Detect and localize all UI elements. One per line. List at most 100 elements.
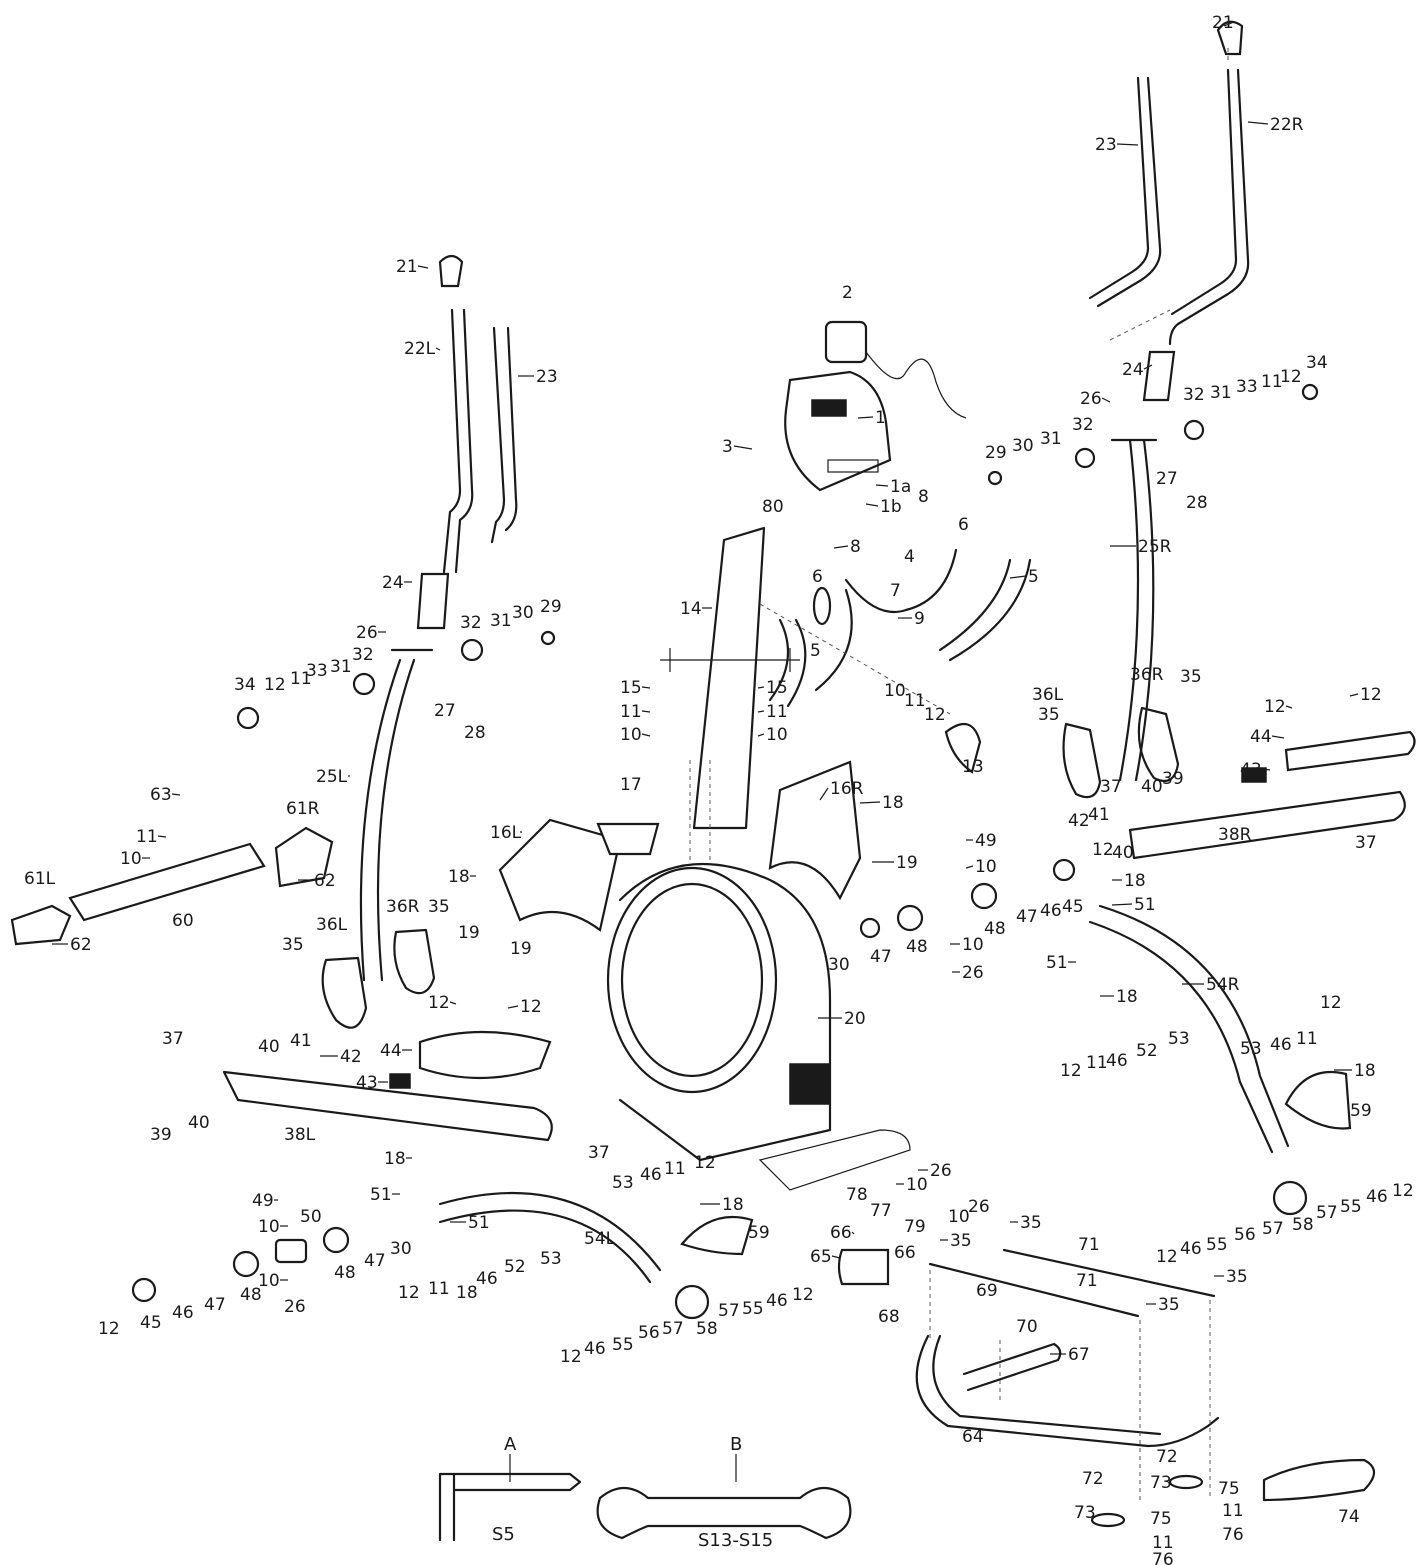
- part-label-11: 11: [1152, 1533, 1174, 1553]
- leader-line-23: [1116, 143, 1139, 146]
- part-label-40: 40: [258, 1037, 280, 1057]
- leader-line-12: [1349, 693, 1359, 697]
- part-label-11: 11: [1086, 1053, 1108, 1073]
- part-label-18: 18: [1354, 1061, 1376, 1081]
- handle-tube-23-right: [1088, 76, 1162, 308]
- part-label-45: 45: [140, 1313, 162, 1333]
- part-label-54L: 54L: [584, 1229, 616, 1249]
- tool-size-A: S5: [492, 1524, 515, 1545]
- part-label-65: 65: [810, 1247, 832, 1267]
- washer-45-right: [1052, 858, 1076, 882]
- part-label-20: 20: [844, 1009, 866, 1029]
- part-label-24: 24: [382, 573, 404, 593]
- wheel-58-right: [1272, 1180, 1308, 1216]
- link-36l-left: [321, 956, 368, 1029]
- part-label-58: 58: [1292, 1215, 1314, 1235]
- part-label-31: 31: [490, 611, 512, 631]
- part-label-26: 26: [962, 963, 984, 983]
- part-label-16L: 16L: [490, 823, 522, 843]
- part-label-26: 26: [930, 1161, 952, 1181]
- part-label-37: 37: [588, 1143, 610, 1163]
- part-label-66: 66: [894, 1243, 916, 1263]
- main-mast-14: [692, 526, 766, 830]
- part-label-43: 43: [356, 1073, 378, 1093]
- part-label-9: 9: [914, 609, 925, 629]
- bearing-48-left: [232, 1250, 260, 1278]
- part-label-31: 31: [330, 657, 352, 677]
- part-label-39: 39: [1162, 769, 1184, 789]
- leader-line-5: [1009, 575, 1027, 579]
- part-label-12: 12: [264, 675, 286, 695]
- part-label-57: 57: [1262, 1219, 1284, 1239]
- part-label-1: 1: [875, 408, 886, 428]
- part-label-21: 21: [396, 257, 418, 277]
- part-label-29: 29: [985, 443, 1007, 463]
- part-label-40: 40: [1112, 843, 1134, 863]
- part-label-12: 12: [792, 1285, 814, 1305]
- part-label-55: 55: [1206, 1235, 1228, 1255]
- wheel-58-left: [674, 1284, 710, 1320]
- crank-arm-54r: [1088, 904, 1290, 1154]
- leader-line-1a: [875, 484, 889, 487]
- part-label-12: 12: [1264, 697, 1286, 717]
- part-label-53: 53: [612, 1173, 634, 1193]
- leader-line-10: [757, 733, 765, 737]
- part-label-16R: 16R: [830, 779, 864, 799]
- part-label-5: 5: [810, 641, 821, 661]
- part-label-56: 56: [1234, 1225, 1256, 1245]
- part-label-2: 2: [842, 283, 853, 303]
- bearing-47-right: [859, 917, 881, 939]
- part-label-48: 48: [984, 919, 1006, 939]
- part-label-19: 19: [896, 853, 918, 873]
- part-label-46: 46: [172, 1303, 194, 1323]
- part-label-69: 69: [976, 1281, 998, 1301]
- part-label-30: 30: [512, 603, 534, 623]
- part-label-25L: 25L: [316, 767, 348, 787]
- leader-line-11: [157, 835, 167, 838]
- part-label-6: 6: [812, 567, 823, 587]
- bushing-32b-left: [352, 672, 376, 696]
- part-label-47: 47: [204, 1295, 226, 1315]
- end-cap-61l: [10, 904, 72, 946]
- part-label-12: 12: [98, 1319, 120, 1339]
- part-label-12: 12: [398, 1283, 420, 1303]
- nut-29-left: [540, 630, 556, 646]
- pedal-arm-38l: [222, 1070, 553, 1142]
- part-label-12: 12: [694, 1153, 716, 1173]
- part-label-72: 72: [1156, 1447, 1178, 1467]
- part-label-31: 31: [1210, 383, 1232, 403]
- part-label-10: 10: [906, 1175, 928, 1195]
- part-label-35: 35: [950, 1231, 972, 1251]
- part-label-46: 46: [1366, 1187, 1388, 1207]
- leader-line-1b: [865, 503, 879, 507]
- part-label-27: 27: [1156, 469, 1178, 489]
- part-label-12: 12: [1360, 685, 1382, 705]
- bracket-43-right: [1241, 767, 1267, 783]
- part-label-18: 18: [1124, 871, 1146, 891]
- cover-16r: [768, 760, 862, 901]
- leader-line-65: [831, 1255, 841, 1259]
- leader-line-3: [733, 445, 753, 450]
- leader-line-12: [507, 1005, 519, 1009]
- part-label-13: 13: [962, 757, 984, 777]
- part-label-28: 28: [1186, 493, 1208, 513]
- part-label-46: 46: [584, 1339, 606, 1359]
- pivot-sleeve-24-right: [1142, 350, 1176, 402]
- tool-letter-B: B: [730, 1434, 742, 1455]
- part-label-77: 77: [870, 1201, 892, 1221]
- part-label-12: 12: [924, 705, 946, 725]
- part-label-51: 51: [1046, 953, 1068, 973]
- part-label-46: 46: [1270, 1035, 1292, 1055]
- part-label-12: 12: [1092, 840, 1114, 860]
- part-label-23: 23: [536, 367, 558, 387]
- leader-line-43: [1261, 768, 1271, 771]
- end-cap-34-left: [236, 706, 260, 730]
- part-label-51: 51: [468, 1213, 490, 1233]
- part-label-1a: 1a: [890, 477, 911, 497]
- part-label-57: 57: [662, 1319, 684, 1339]
- part-label-12: 12: [560, 1347, 582, 1367]
- part-label-52: 52: [504, 1257, 526, 1277]
- part-label-32: 32: [1072, 415, 1094, 435]
- part-label-56: 56: [638, 1323, 660, 1343]
